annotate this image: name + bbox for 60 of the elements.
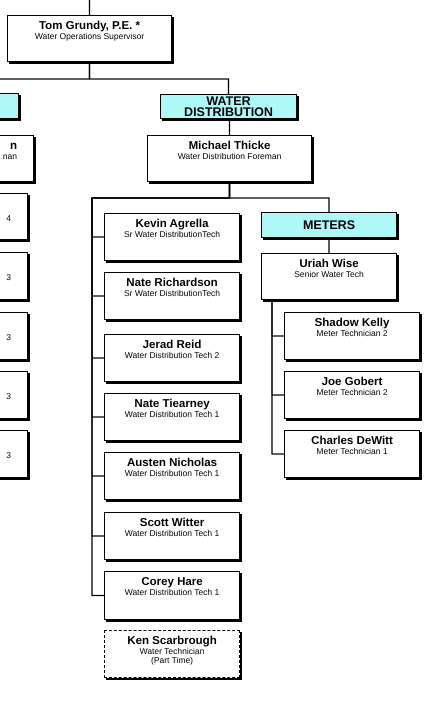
connector-line [328, 238, 330, 253]
job-title: nan [2, 152, 17, 161]
person-box [104, 334, 240, 382]
person-name: Nate Tiearney [133, 398, 211, 410]
job-title: Water Distribution Tech 2 [124, 351, 220, 360]
connector-line [271, 300, 284, 455]
person-name: Austen Nicholas [126, 457, 218, 469]
job-title: 3 [5, 273, 11, 282]
person-box [284, 430, 420, 478]
job-title: Sr Water DistributionTech [122, 289, 222, 298]
person-name: Kevin Agrella [134, 218, 210, 230]
job-title: Water Distribution Tech 1 [124, 410, 220, 419]
job-title: Meter Technician 2 [315, 329, 388, 338]
job-title: 4 [5, 214, 11, 223]
job-title: Water Distribution Tech 1 [124, 469, 220, 478]
connector-line [228, 182, 330, 212]
person-box [104, 213, 240, 261]
person-box [7, 15, 172, 62]
department-header [160, 94, 297, 119]
connector-line [88, 62, 230, 94]
job-title: Water Distribution Tech 1 [124, 529, 220, 538]
person-name: Ken Scarbrough [126, 635, 218, 647]
department-name: WATER DISTRIBUTION [183, 96, 274, 118]
person-name: Michael Thicke [188, 140, 272, 152]
person-name: Jerad Reid [142, 339, 202, 351]
person-name: Nate Richardson [125, 277, 219, 289]
department-name: METERS [302, 220, 356, 230]
person-name: Charles DeWitt [310, 435, 394, 447]
part-time-person-box [104, 630, 240, 678]
person-name: Scott Witter [138, 517, 206, 529]
job-title: 3 [5, 392, 11, 401]
person-box [104, 571, 240, 620]
job-title: Meter Technician 1 [315, 447, 389, 456]
person-name: Uriah Wise [298, 258, 360, 270]
job-title: (Part Time) [150, 656, 194, 665]
job-title: Water Distribution Tech 1 [124, 588, 220, 597]
connector-line [228, 119, 230, 135]
job-title: Meter Technician 2 [315, 388, 389, 397]
job-title: Sr Water DistributionTech [122, 230, 222, 239]
connector-line [88, 0, 90, 15]
person-box [284, 371, 420, 419]
person-name: Tom Grundy, P.E. * [38, 20, 141, 32]
job-title: Senior Water Tech [293, 270, 365, 279]
person-box [104, 512, 240, 560]
person-box [284, 312, 420, 360]
person-name: Shadow Kelly [314, 317, 390, 329]
person-box [147, 135, 312, 182]
person-box [104, 452, 240, 500]
job-title: Water Distribution Foreman [176, 152, 282, 161]
person-name: n [8, 140, 17, 152]
person-box [261, 253, 397, 300]
job-title: Water Operations Supervisor [34, 32, 146, 41]
job-title: 3 [5, 451, 11, 460]
job-title: 3 [5, 333, 11, 342]
person-box [104, 393, 240, 441]
department-header [261, 212, 397, 238]
person-name: Joe Gobert [320, 376, 384, 388]
person-name: Corey Hare [140, 576, 204, 588]
job-title: Water Technician [138, 647, 204, 656]
person-box [104, 272, 240, 320]
